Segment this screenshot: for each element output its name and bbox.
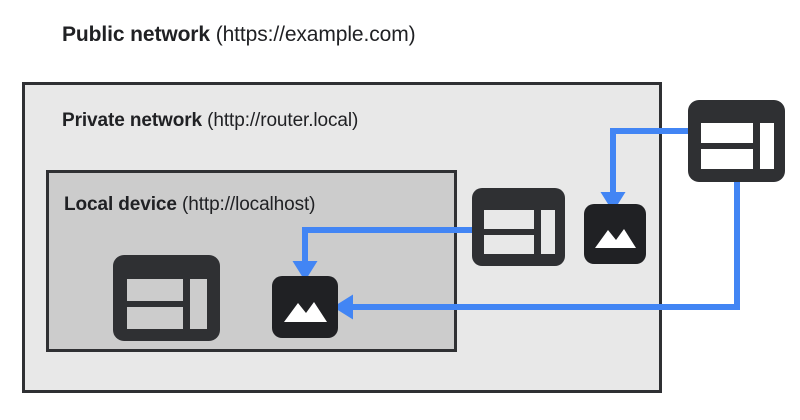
private-network-label-strong: Private network [62,110,202,131]
browser-window-icon [472,188,565,266]
browser-window-icon [688,100,785,182]
local-device-label-strong: Local device [64,194,177,215]
local-device-label: Local device (http://localhost) [64,192,316,218]
arrow-public-browser-to-private-image [600,128,690,212]
public-network-label-strong: Public network [62,23,210,46]
public-network-label: Public network (https://example.com) [62,22,416,48]
browser-window-icon-local-device [113,255,220,341]
image-photo-icon [272,276,338,338]
image-photo-icon-local-device [272,276,338,338]
private-network-label-url: (http://router.local) [202,110,359,131]
arrow-private-browser-to-local-image [292,227,474,281]
local-device-label-url: (http://localhost) [176,194,316,215]
public-network-label-url: (https://example.com) [209,23,416,46]
browser-window-icon-public-network [688,100,785,182]
arrow-public-browser-to-local-image [333,182,740,320]
image-photo-icon [584,204,646,264]
browser-window-icon [113,255,220,341]
image-photo-icon-private-network [584,204,646,264]
private-network-label: Private network (http://router.local) [62,108,358,134]
browser-window-icon-private-network [472,188,565,266]
